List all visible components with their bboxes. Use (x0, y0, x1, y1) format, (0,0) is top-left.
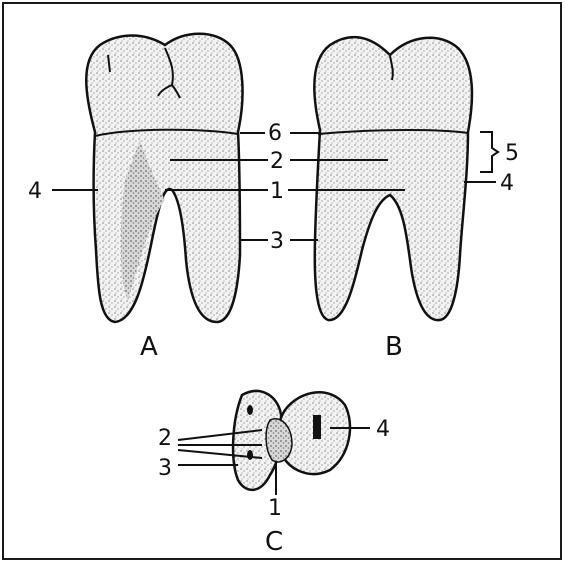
tooth-b (314, 37, 472, 320)
callout-c-3: 3 (158, 456, 172, 481)
tooth-b-outline (314, 37, 472, 320)
tooth-a-outline (86, 34, 242, 322)
section-c-canal-left-bottom (247, 450, 253, 460)
callout-1: 1 (270, 179, 284, 204)
section-c-canal-right (313, 415, 321, 439)
callout-c-2: 2 (158, 426, 172, 451)
callout-3: 3 (270, 229, 284, 254)
section-c-canal-left-top (247, 405, 253, 415)
callout-6: 6 (268, 121, 282, 146)
tooth-a (86, 34, 242, 322)
callout-2: 2 (270, 149, 284, 174)
view-label-c: C (265, 527, 283, 557)
callout-b-4: 4 (500, 171, 514, 196)
view-label-b: B (385, 332, 403, 362)
callout-c-4: 4 (376, 417, 390, 442)
callout-a-4: 4 (28, 179, 42, 204)
cross-section-c (178, 391, 370, 495)
callout-c-1: 1 (268, 496, 282, 521)
view-label-a: A (140, 332, 158, 362)
callout-5: 5 (505, 141, 519, 166)
